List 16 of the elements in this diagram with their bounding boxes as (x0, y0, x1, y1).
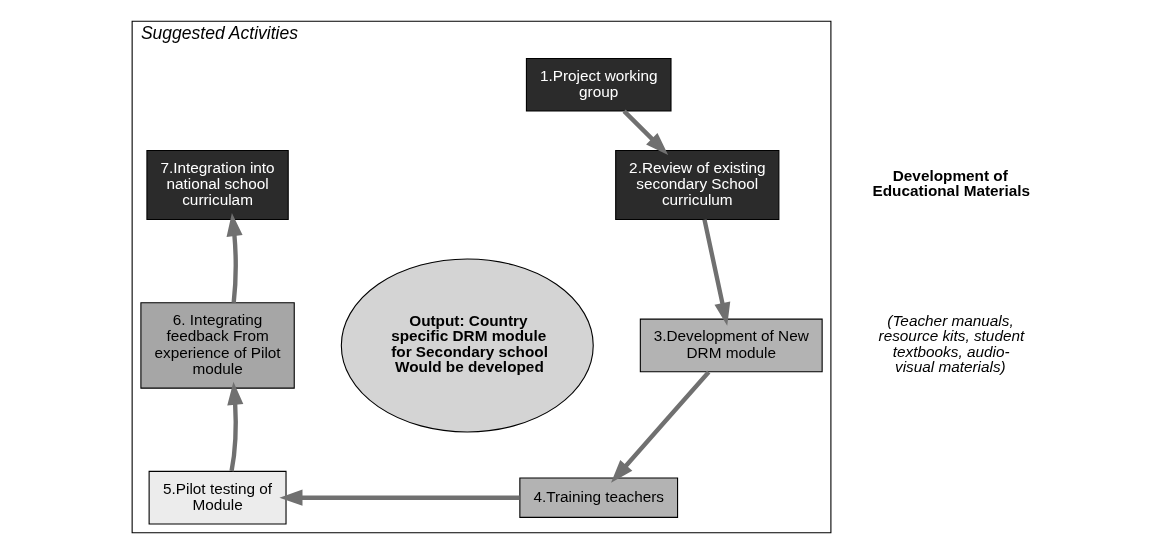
node-box: 3.Development of New DRM module (639, 318, 823, 373)
label: (Teacher manuals, resource kits, student textbooks, audio-visual materials) (878, 311, 1025, 375)
node-box: 6. Integrating feedback From experience of Pilot module (140, 302, 295, 389)
arrow (611, 370, 711, 483)
arrow (702, 219, 731, 326)
node-box: 2.Review of existing secondary School curriculum (615, 149, 780, 221)
arrow (279, 489, 520, 506)
arrow (227, 381, 244, 472)
label: Development of Educational Materials (872, 166, 1031, 200)
node-box: 7.Integration into national school curriculam (146, 149, 289, 221)
node-box: 5.Pilot testing of Module (148, 470, 287, 525)
arrow (226, 213, 243, 303)
node-box: 1.Project working group (525, 57, 672, 112)
node-box: 4.Training teachers (519, 477, 679, 518)
arrow (622, 109, 669, 155)
node-ellipse: Output: Country specific DRM module for Secondary school Would be developed (340, 258, 594, 433)
